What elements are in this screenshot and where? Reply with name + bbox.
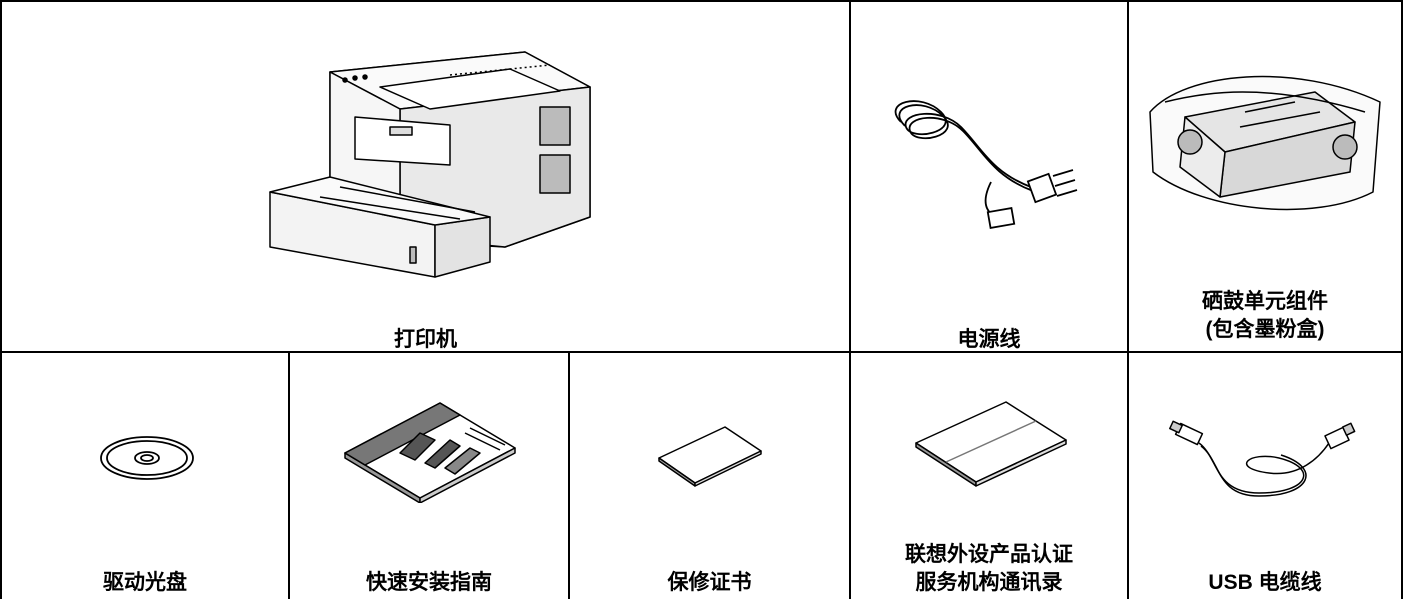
service-directory-label-line2: 服务机构通讯录 <box>915 571 1063 594</box>
leaflet-icon <box>658 426 762 487</box>
cell-service-directory: 联想外设产品认证 服务机构通讯录 <box>851 353 1127 599</box>
cd-icon <box>100 436 194 480</box>
cell-power-cord: 电源线 <box>851 2 1127 351</box>
cell-drum-unit: 硒鼓单元组件 (包含墨粉盒) <box>1129 2 1401 351</box>
printer-icon <box>269 51 591 278</box>
cell-usb-cable: USB 电缆线 <box>1129 353 1401 599</box>
table-border-left <box>0 0 2 599</box>
booklet-icon <box>344 402 516 503</box>
col-divider-4 <box>568 351 570 599</box>
drum-unit-icon <box>1149 75 1381 211</box>
drum-unit-label-line2: (包含墨粉盒) <box>1205 318 1325 341</box>
driver-cd-label: 驱动光盘 <box>103 571 187 594</box>
table-border-top <box>0 0 1403 2</box>
folded-leaflet-icon <box>915 401 1067 487</box>
col-divider-2 <box>1127 0 1129 599</box>
usb-cable-label: USB 电缆线 <box>1208 571 1322 594</box>
table-border-right <box>1401 0 1403 599</box>
row-divider <box>0 351 1403 353</box>
drum-unit-label-line1: 硒鼓单元组件 <box>1202 290 1328 313</box>
col-divider-3 <box>288 351 290 599</box>
printer-label: 打印机 <box>394 328 457 351</box>
col-divider-1 <box>849 0 851 599</box>
cell-driver-cd: 驱动光盘 <box>2 353 288 599</box>
cell-printer: 打印机 <box>2 2 849 351</box>
quick-setup-guide-label: 快速安装指南 <box>366 571 492 594</box>
service-directory-label-line1: 联想外设产品认证 <box>905 543 1073 566</box>
power-cord-label: 电源线 <box>957 328 1021 351</box>
cell-quick-setup-guide: 快速安装指南 <box>290 353 568 599</box>
cell-warranty-card: 保修证书 <box>570 353 849 599</box>
usb-cable-icon <box>1169 420 1356 497</box>
power-cord-icon <box>894 100 1078 230</box>
warranty-card-label: 保修证书 <box>667 571 752 594</box>
